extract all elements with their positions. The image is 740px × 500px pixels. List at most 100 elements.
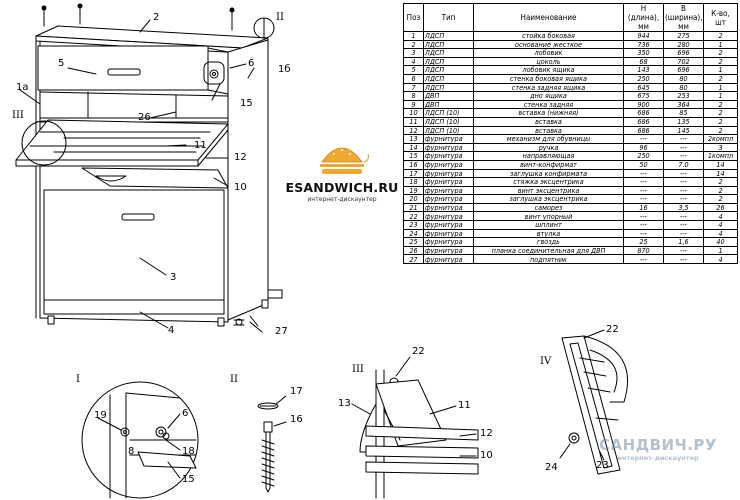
cell-pos: 1 xyxy=(403,31,424,41)
detail-III-label-10: 10 xyxy=(480,450,493,461)
cell-qty: 14 xyxy=(703,168,738,179)
cell-pos: 17 xyxy=(403,168,424,179)
esandwich-logo-icon xyxy=(320,147,370,174)
cell-qty: 4 xyxy=(703,254,738,265)
callout-12: 12 xyxy=(234,152,247,163)
cell-pos: 26 xyxy=(403,245,424,256)
cell-type: фурнитура xyxy=(423,168,474,179)
cell-name: дно ящика xyxy=(473,91,624,101)
detail-III-label-12: 12 xyxy=(480,428,493,439)
cell-length: --- xyxy=(623,220,664,230)
cell-qty: 26 xyxy=(703,202,738,213)
cell-pos: 14 xyxy=(403,142,424,153)
cell-length: 50 xyxy=(623,159,664,170)
cell-name: направляющая xyxy=(473,151,624,161)
cell-pos: 12 xyxy=(403,125,424,136)
cell-name: стенка задняя xyxy=(473,99,624,110)
detail-IV-label-23: 23 xyxy=(596,460,609,471)
cell-qty: 2 xyxy=(703,194,738,204)
view-title-I: I xyxy=(76,374,80,385)
cabinet-drawing xyxy=(15,3,283,333)
brand-logo: ESANDWICH.RU интернет-дискаунтер xyxy=(282,140,402,203)
cell-width: --- xyxy=(663,245,704,256)
cell-type: фурнитура xyxy=(423,134,474,144)
detail-IV-label-24: 24 xyxy=(545,462,558,473)
brand-subtitle: интернет-дискаунтер xyxy=(307,196,377,203)
cell-type: ДВП xyxy=(423,99,474,110)
cell-pos: 10 xyxy=(403,108,424,118)
drawer-front xyxy=(37,45,209,91)
watermark-subtitle: интернет-дискаунтер xyxy=(617,454,699,462)
callout-10: 10 xyxy=(234,182,247,193)
view-title-III: III xyxy=(352,364,364,375)
cell-type: фурнитура xyxy=(423,185,474,196)
detail-II-label-16: 16 xyxy=(290,414,303,425)
cell-pos: 6 xyxy=(403,73,424,84)
cell-name: лобовик ящика xyxy=(473,65,624,75)
detail-I-label-18: 18 xyxy=(182,446,195,457)
cell-width: --- xyxy=(663,177,704,187)
cell-length: 645 xyxy=(623,82,664,93)
cell-qty: 2 xyxy=(703,185,738,196)
cell-name: основание жесткое xyxy=(473,39,624,50)
cell-pos: 15 xyxy=(403,151,424,161)
cell-width: 702 xyxy=(663,56,704,67)
cell-pos: 24 xyxy=(403,228,424,239)
cell-qty: 2 xyxy=(703,116,738,127)
cell-type: фурнитура xyxy=(423,159,474,170)
cell-pos: 13 xyxy=(403,134,424,144)
callout-4: 4 xyxy=(168,325,175,336)
cell-length: --- xyxy=(623,168,664,179)
cell-length: 143 xyxy=(623,65,664,75)
cell-width: 253 xyxy=(663,91,704,101)
cell-pos: 7 xyxy=(403,82,424,93)
cell-width: --- xyxy=(663,228,704,239)
cell-length: 250 xyxy=(623,73,664,84)
cell-length: 686 xyxy=(623,125,664,136)
cell-width: --- xyxy=(663,220,704,230)
view-title-II: II xyxy=(230,374,238,385)
cell-qty: 2 xyxy=(703,99,738,110)
watermark: САНДВИЧ.РУ интернет-дискаунтер xyxy=(578,436,738,462)
col-header-type: Тип xyxy=(423,3,474,32)
callout-15: 15 xyxy=(240,98,253,109)
cell-qty: 14 xyxy=(703,159,738,170)
cell-width: 3,5 xyxy=(663,202,704,213)
detail-III-label-13: 13 xyxy=(338,398,351,409)
cell-pos: 8 xyxy=(403,91,424,101)
cell-width: --- xyxy=(663,254,704,265)
detail-I-label-6: 6 xyxy=(182,408,189,419)
cell-name: заглушка эксцентрика xyxy=(473,194,624,204)
cell-qty: 2 xyxy=(703,177,738,187)
cell-qty: 4 xyxy=(703,211,738,222)
callout-2: 2 xyxy=(153,12,160,23)
cell-length: 350 xyxy=(623,48,664,58)
cell-qty: 4 xyxy=(703,228,738,239)
cell-pos: 23 xyxy=(403,220,424,230)
cell-length: 675 xyxy=(623,91,664,101)
cell-name: цоколь xyxy=(473,56,624,67)
cell-width: 85 xyxy=(663,108,704,118)
cell-pos: 21 xyxy=(403,202,424,213)
cell-type: ЛДСП xyxy=(423,82,474,93)
cell-qty: 1компл xyxy=(703,151,738,161)
cell-width: 80 xyxy=(663,82,704,93)
cell-qty: 2компл xyxy=(703,134,738,144)
cell-pos: 5 xyxy=(403,65,424,75)
cell-qty: 1 xyxy=(703,245,738,256)
table-header-row: Поз Тип Наименование Н (длина), мм В (ши… xyxy=(403,3,738,32)
cell-width: 364 xyxy=(663,99,704,110)
cell-length: --- xyxy=(623,134,664,144)
cell-type: ДВП xyxy=(423,91,474,101)
cell-length: 900 xyxy=(623,99,664,110)
cell-type: ЛДСП xyxy=(423,56,474,67)
